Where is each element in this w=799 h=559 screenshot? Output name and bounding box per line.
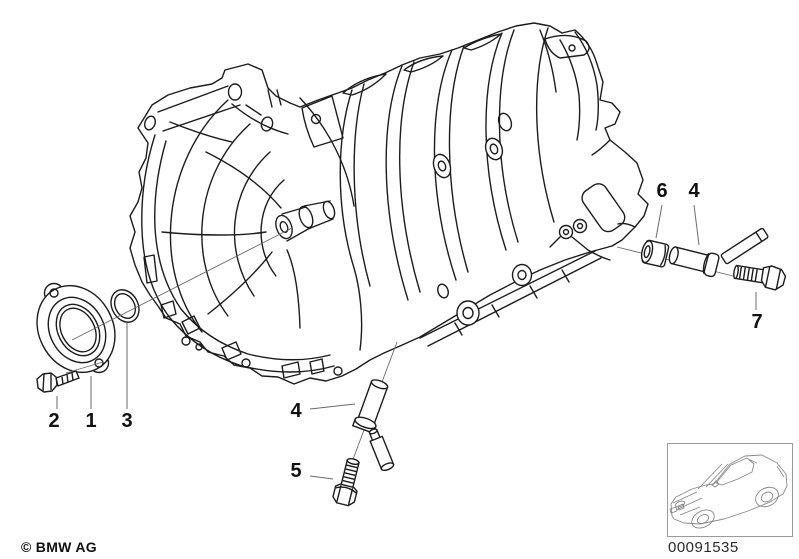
- car-outline-icon: [667, 443, 793, 537]
- callout-label-5[interactable]: 5: [290, 460, 302, 482]
- part-1-seal-flange: [36, 282, 116, 374]
- construction-lines-front: [65, 227, 293, 374]
- vehicle-thumbnail-box: [667, 443, 793, 537]
- selector-shaft-rod: [720, 227, 769, 265]
- part-7-bolt: [733, 264, 787, 291]
- transmission-housing-drawing: [129, 22, 649, 385]
- callout-label-6[interactable]: 6: [656, 180, 668, 202]
- callout-label-4-lower[interactable]: 4: [290, 400, 302, 422]
- callout-label-4-right[interactable]: 4: [688, 180, 700, 202]
- part-5-bolt: [332, 457, 360, 507]
- callout-leader-lines: [56, 204, 757, 480]
- callout-label-2[interactable]: 2: [48, 410, 60, 432]
- part-6-bushing: [640, 239, 670, 268]
- diagram-number: 00091535: [668, 539, 739, 556]
- part-2-bolt: [36, 370, 80, 393]
- callout-label-1[interactable]: 1: [85, 410, 97, 432]
- part-3-o-ring: [110, 289, 140, 323]
- callout-label-3[interactable]: 3: [121, 410, 133, 432]
- part-4-dowel-pin-lower: [351, 379, 395, 472]
- callout-label-7[interactable]: 7: [751, 311, 763, 333]
- part-4-dowel-pin-right: [668, 246, 720, 278]
- copyright-text: © BMW AG: [21, 539, 97, 555]
